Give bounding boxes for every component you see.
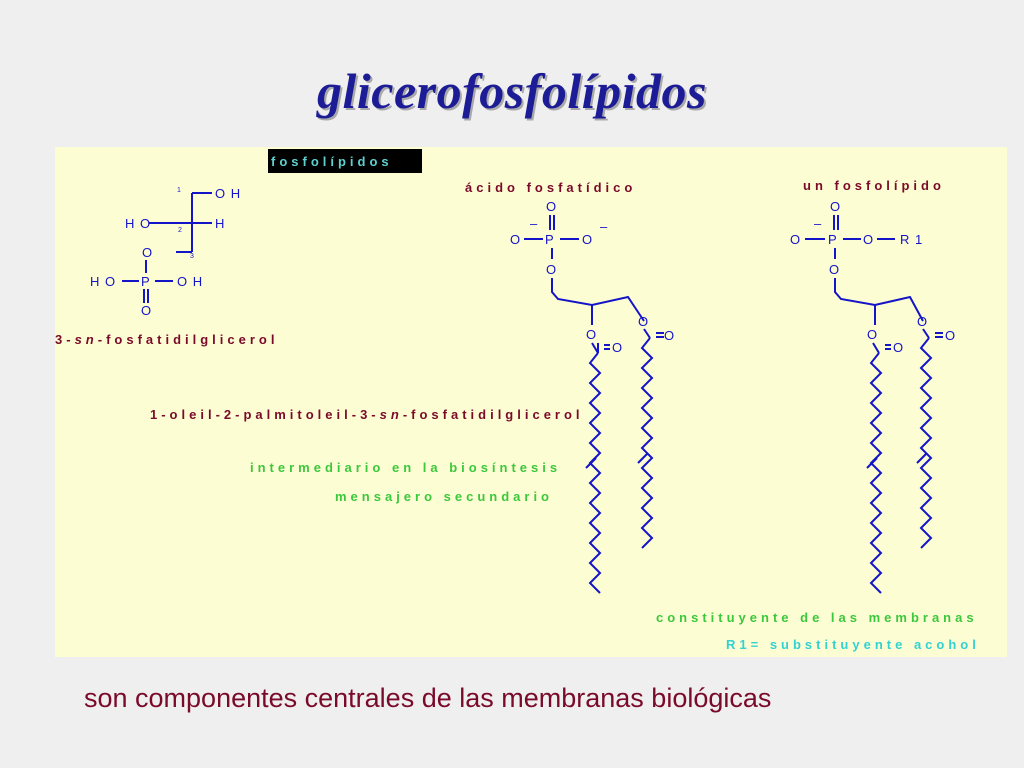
acid-o-ester1: O	[586, 327, 597, 342]
pl-o-carbonyl2: O	[945, 328, 956, 343]
atom-ho-mid: H O	[125, 216, 151, 231]
diagram-svg: fosfolípidos O H 1 H O H 2 O 3 H O P O H…	[55, 149, 980, 652]
atom-oh-top: O H	[215, 186, 241, 201]
carbon-number-2: 2	[178, 227, 182, 234]
pl-o-left: O	[790, 232, 801, 247]
acid-label: ácido fosfatídico	[465, 180, 636, 195]
phospholipid-structure: O – O P O R 1 O O O O O	[790, 199, 956, 594]
atom-h-mid: H	[215, 216, 225, 231]
acid-o-carbonyl2: O	[664, 328, 675, 343]
carbon-number-1: 1	[177, 187, 181, 194]
header-label-bg	[268, 149, 422, 173]
pl-o-ester1: O	[867, 327, 878, 342]
phospholipid-label: un fosfolípido	[803, 178, 945, 193]
acid-p: P	[545, 232, 555, 247]
pl-o-ester2: O	[917, 314, 928, 329]
diagram-panel: fosfolípidos O H 1 H O H 2 O 3 H O P O H…	[55, 147, 1007, 657]
acid-chain-1	[588, 352, 602, 594]
pl-chain-2	[919, 337, 933, 549]
atom-oh-p: O H	[177, 274, 203, 289]
header-label: fosfolípidos	[271, 154, 393, 169]
acid-o-down: O	[546, 262, 557, 277]
atom-ho-p: H O	[90, 274, 116, 289]
acid-minus-left: –	[530, 216, 538, 231]
slide-caption: son componentes centrales de las membran…	[84, 683, 772, 713]
atom-o-link: O	[142, 245, 153, 260]
glycerol-phosphate-structure: O H 1 H O H 2 O 3 H O P O H O	[90, 186, 241, 318]
acid-o-carbonyl1: O	[612, 340, 623, 355]
full-name-label: 1-oleil-2-palmitoleil-3-sn-fosfatidilgli…	[150, 407, 584, 422]
pl-p: P	[828, 232, 838, 247]
pl-minus-left: –	[814, 216, 822, 231]
acid-o-top: O	[546, 199, 557, 214]
slide-title: glicerofosfolípidos	[316, 63, 708, 119]
pl-o-right: O	[863, 232, 874, 247]
atom-p-left: P	[141, 274, 151, 289]
role-second-messenger: mensajero secundario	[335, 489, 553, 504]
carbon-number-3: 3	[190, 253, 194, 260]
role-biosynthesis: intermediario en la biosíntesis	[250, 460, 561, 475]
left-structure-name: 3-sn-fosfatidilglicerol	[55, 332, 278, 347]
pl-o-top: O	[830, 199, 841, 214]
acid-o-right: O	[582, 232, 593, 247]
acid-minus-right: –	[600, 219, 608, 234]
acid-o-left: O	[510, 232, 521, 247]
pl-chain-1	[869, 352, 883, 594]
phosphatidic-acid-structure: O – O P O – O O O O O	[510, 199, 675, 594]
pl-o-carbonyl1: O	[893, 340, 904, 355]
note-r1: R1= substituyente acohol	[726, 637, 980, 652]
acid-chain-2	[640, 337, 654, 549]
atom-o-bottom: O	[141, 303, 152, 318]
pl-o-down: O	[829, 262, 840, 277]
note-membranes: constituyente de las membranas	[656, 610, 978, 625]
acid-o-ester2: O	[638, 314, 649, 329]
pl-r1: R 1	[900, 232, 923, 247]
